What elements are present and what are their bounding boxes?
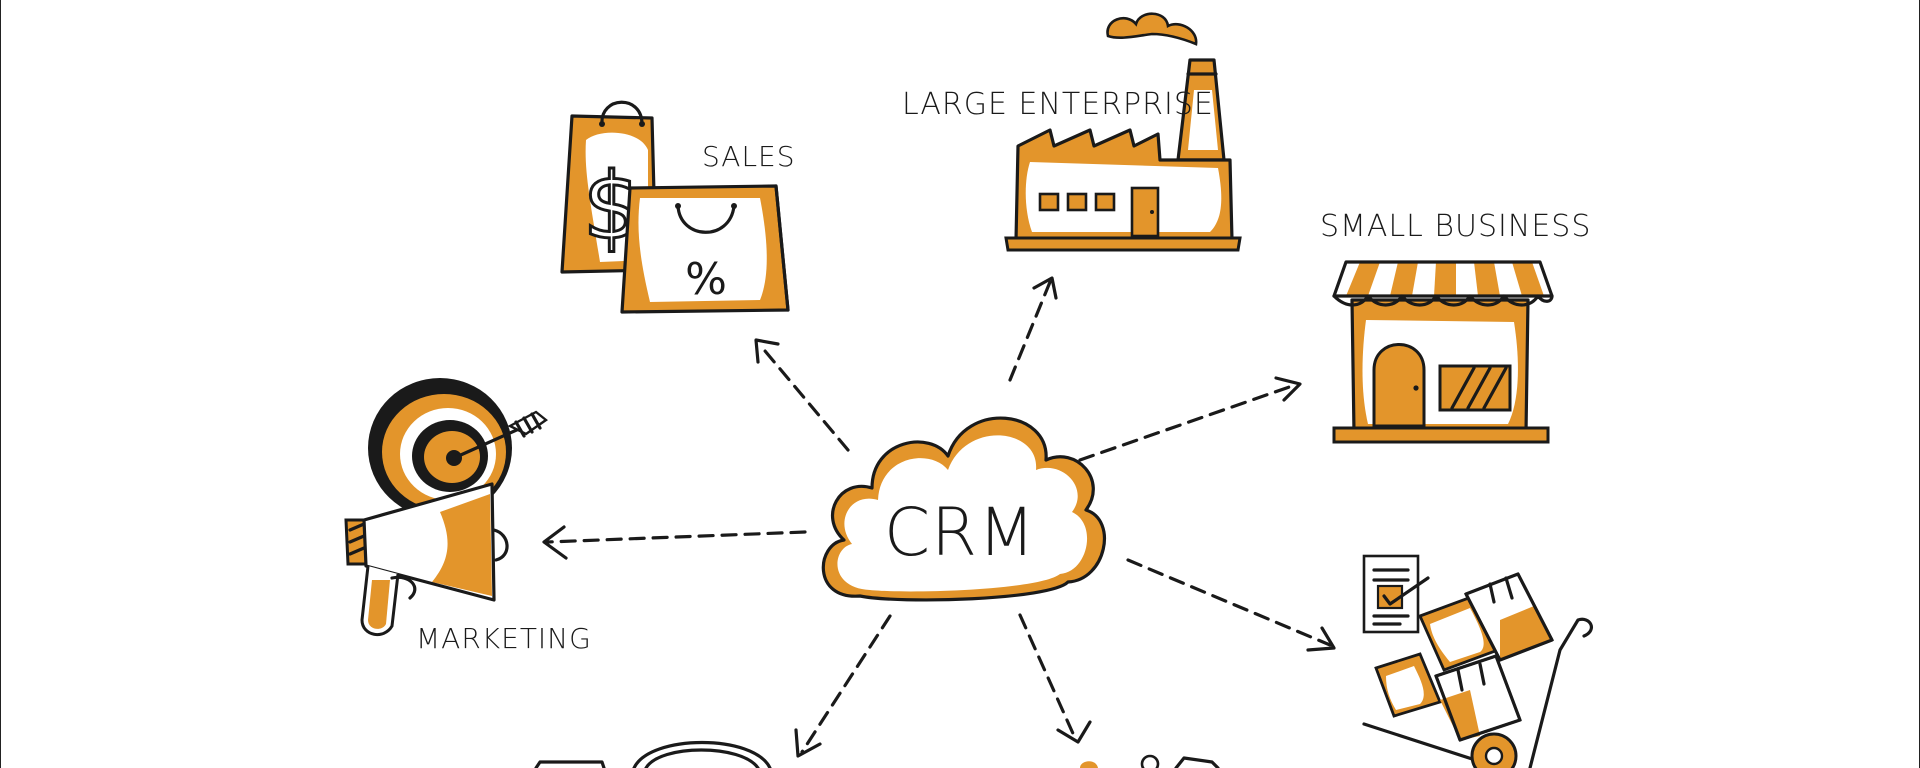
shopping-bags-icon: $ % (560, 100, 790, 314)
arrow-to-large-enterprise (1008, 276, 1058, 382)
arrow-to-marketing (542, 525, 807, 560)
megaphone-target-icon (344, 378, 549, 636)
crm-label: CRM (884, 494, 1036, 571)
large-enterprise-label: LARGE ENTERPRISE (902, 87, 1214, 122)
arrow-to-bottom-left (794, 614, 892, 758)
headset-icon (534, 740, 772, 768)
sales-label: SALES (702, 140, 796, 173)
hand-truck-boxes-icon (1362, 554, 1593, 768)
small-business-label: SMALL BUSINESS (1320, 209, 1591, 244)
people-icon (1080, 754, 1220, 768)
svg-text:%: % (685, 254, 727, 305)
arrow-to-small-business (1078, 376, 1302, 462)
crm-cloud-icon: CRM (821, 416, 1106, 602)
arrow-to-bottom-right (1018, 613, 1092, 744)
storefront-icon (1332, 260, 1554, 444)
arrow-to-sales (754, 338, 850, 452)
factory-icon (1004, 12, 1242, 252)
marketing-label: MARKETING (416, 622, 592, 655)
arrow-to-logistics (1126, 558, 1336, 652)
